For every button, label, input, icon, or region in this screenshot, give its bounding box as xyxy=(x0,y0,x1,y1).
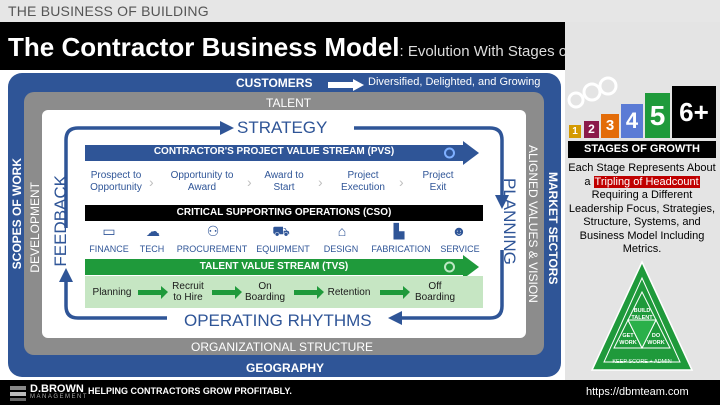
title-main: The Contractor Business Model xyxy=(8,32,400,62)
logo-mark-icon xyxy=(10,386,26,401)
cso-item-design: DESIGN xyxy=(323,244,359,254)
triangle-model-icon xyxy=(590,260,694,371)
cycle-icon xyxy=(444,147,455,159)
stages-description: Each Stage Represents About a Tripling o… xyxy=(568,162,716,255)
chevron-right-icon: › xyxy=(399,174,404,190)
footer-url[interactable]: https://dbmteam.com xyxy=(586,386,689,398)
cso-item-procurement: PROCUREMENT xyxy=(176,244,248,254)
feedback-label: FEEDBACK xyxy=(51,175,70,267)
organizational-structure-label: ORGANIZATIONAL STRUCTURE xyxy=(191,340,374,354)
kicker-text: THE BUSINESS OF BUILDING xyxy=(8,3,209,19)
strategy-label: STRATEGY xyxy=(237,118,328,137)
right-arrow-icon xyxy=(328,79,364,91)
aligned-values-label: ALIGNED VALUES & VISION xyxy=(526,145,540,303)
tvs-title: TALENT VALUE STREAM (TVS) xyxy=(199,261,349,272)
bulldozer-icon: ⛟ xyxy=(272,223,290,239)
stage-2-badge: 2 xyxy=(584,121,599,138)
market-sectors-label: MARKET SECTORS xyxy=(546,172,560,285)
pvs-bar xyxy=(85,145,463,161)
tvs-stage: Retention xyxy=(327,287,371,298)
house-icon: ⌂ xyxy=(337,223,347,239)
operating-rhythms-label: OPERATING RHYTHMS xyxy=(184,311,372,330)
pvs-title: CONTRACTOR'S PROJECT VALUE STREAM (PVS) xyxy=(153,146,395,157)
cso-item-tech: TECH xyxy=(139,244,165,254)
headcount-highlight: Tripling of Headcount xyxy=(593,175,700,188)
worker-icon: ☻ xyxy=(451,223,467,239)
cso-bar xyxy=(85,205,483,221)
cso-item-fabrication: FABRICATION xyxy=(371,244,431,254)
tvs-arrowhead xyxy=(463,255,479,279)
cso-title: CRITICAL SUPPORTING OPERATIONS (CSO) xyxy=(176,207,392,218)
stages-of-growth-heading: STAGES OF GROWTH xyxy=(568,141,716,158)
growth-rings-icon xyxy=(567,76,618,109)
talent-label: TALENT xyxy=(266,96,312,110)
tvs-stage: Planning xyxy=(92,287,132,298)
strategy-loop-arrows xyxy=(59,121,509,325)
pvs-arrowhead xyxy=(463,141,479,165)
geography-label: GEOGRAPHY xyxy=(246,361,325,375)
chevron-right-icon: › xyxy=(318,174,323,190)
stage-1-badge: 1 xyxy=(569,125,581,138)
people-icon: ⚇ xyxy=(206,223,220,239)
right-arrow-icon xyxy=(294,286,324,299)
customers-label: CUSTOMERS xyxy=(236,76,313,90)
tvs-bar xyxy=(85,259,463,275)
scopes-of-work-label: SCOPES OF WORK xyxy=(10,158,24,270)
stage-3-badge: 3 xyxy=(601,114,619,138)
right-arrow-icon xyxy=(212,286,242,299)
cso-item-finance: FINANCE xyxy=(89,244,129,254)
cycle-icon xyxy=(444,261,455,273)
right-arrow-icon xyxy=(380,286,410,299)
top-bar xyxy=(0,0,720,22)
chevron-right-icon: › xyxy=(247,174,252,190)
footer xyxy=(0,380,720,405)
cso-item-service: SERVICE xyxy=(440,244,480,254)
money-icon: ▭ xyxy=(102,223,116,239)
cloud-icon: ☁ xyxy=(146,223,160,239)
stage-6-badge: 6+ xyxy=(672,86,716,138)
title-bar xyxy=(0,22,565,70)
stage-5-badge: 5 xyxy=(645,93,670,138)
triangle-keep-score: KEEP SCORE + ADMIN xyxy=(612,359,672,365)
planning-label: PLANNING xyxy=(500,178,519,265)
company-logo-subtext: MANAGEMENT xyxy=(30,394,89,400)
footer-tagline: HELPING CONTRACTORS GROW PROFITABLY. xyxy=(88,386,292,396)
right-arrow-icon xyxy=(138,286,168,299)
chevron-right-icon: › xyxy=(149,174,154,190)
customers-description: Diversified, Delighted, and Growing xyxy=(368,76,541,88)
stage-4-badge: 4 xyxy=(621,104,643,138)
cso-item-equipment: EQUIPMENT xyxy=(256,244,310,254)
company-logo: D.BROWN xyxy=(30,383,84,395)
factory-icon: ▙ xyxy=(393,223,405,239)
page-title: The Contractor Business Model: Evolution… xyxy=(8,32,624,63)
development-label: DEVELOPMENT xyxy=(28,182,42,273)
